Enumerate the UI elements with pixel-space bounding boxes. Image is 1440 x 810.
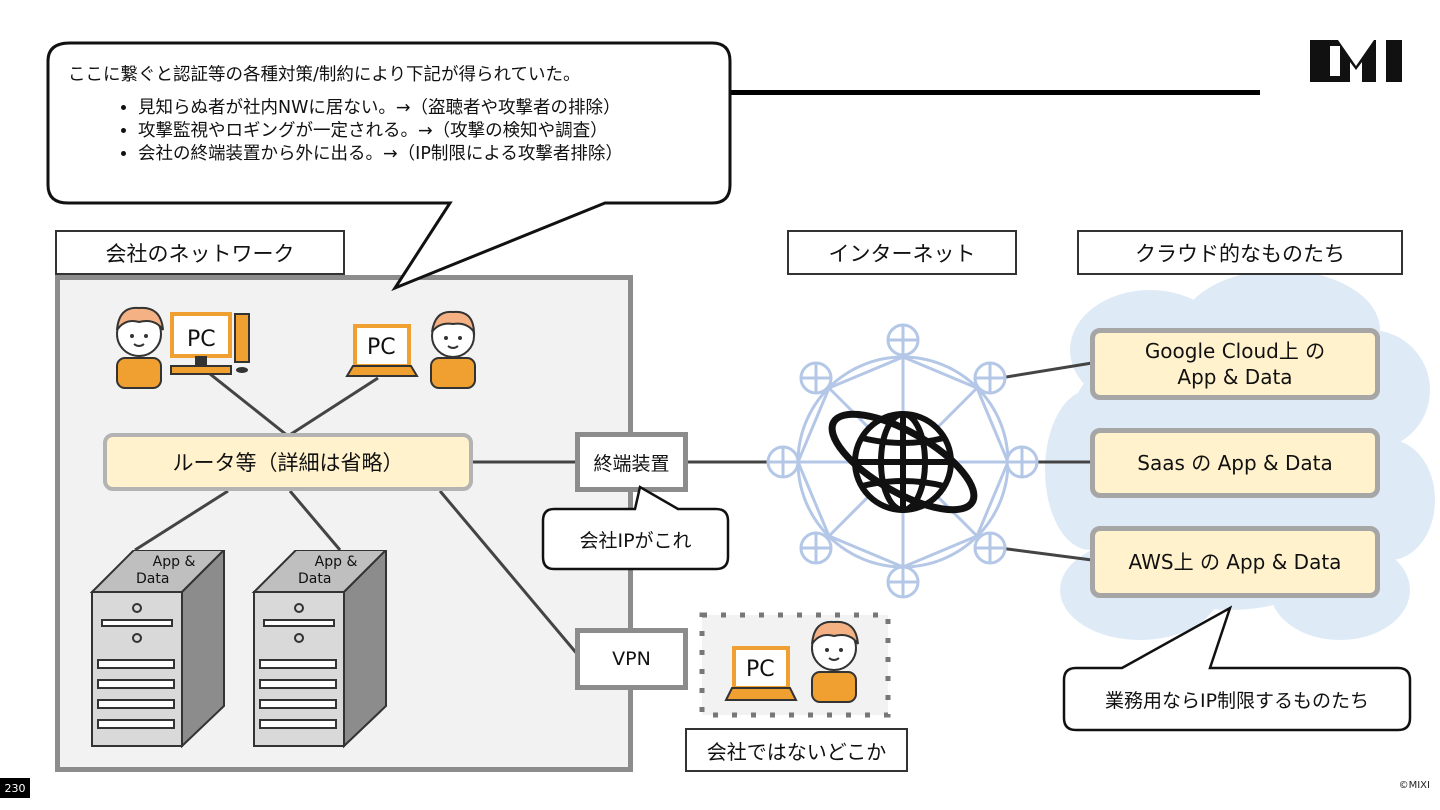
router-box: ルータ等（詳細は省略） (103, 433, 473, 491)
connection-lines (134, 361, 1093, 656)
server-label: App & Data (136, 554, 196, 587)
bubble-text: ここに繋ぐと認証等の各種対策/制約により下記が得られていた。 見知らぬ者が社内N… (68, 64, 718, 166)
cloud-item-aws: AWS上 の App & Data (1090, 526, 1380, 598)
desktop-pc-icon: PC (170, 312, 250, 375)
bubble-bullet: 攻撃監視やロギングが一定される。→（攻撃の検知や調査） (138, 120, 718, 143)
server-icon (90, 550, 226, 749)
laptop-user: PC (345, 310, 476, 389)
vpn-box: VPN (575, 628, 688, 690)
company-network-label: 会社のネットワーク (55, 230, 345, 275)
copyright: ©MIXI (1398, 780, 1430, 791)
laptop-icon: PC (724, 646, 798, 701)
pc-label: PC (187, 327, 216, 352)
pc-label: PC (746, 657, 775, 682)
ip-restrict-callout-shape (1062, 605, 1412, 732)
outside-label: 会社ではないどこか (685, 728, 908, 772)
ip-restrict-callout: 業務用ならIP制限するものたち (1104, 689, 1370, 712)
globe-icon (828, 410, 978, 514)
info-bubble (46, 41, 732, 292)
bubble-bullet: 会社の終端装置から外に出る。→（IP制限による攻撃者排除） (138, 143, 718, 166)
cloud-item-saas: Saas の App & Data (1090, 428, 1380, 498)
company-ip-callout-shape (541, 485, 730, 571)
laptop-icon: PC (345, 324, 419, 377)
mixi-logo (1310, 40, 1402, 82)
person-icon (116, 306, 164, 389)
servers (90, 550, 388, 749)
server-icon (251, 550, 388, 749)
desktop-user: PC (116, 306, 250, 389)
server-label: App & Data (298, 554, 358, 587)
person-icon (430, 310, 476, 389)
page-number: 230 (0, 778, 30, 798)
terminal-device: 終端装置 (575, 432, 688, 492)
remote-user: PC (724, 620, 859, 703)
company-ip-callout: 会社IPがこれ (579, 529, 692, 552)
bubble-intro: ここに繋ぐと認証等の各種対策/制約により下記が得られていた。 (68, 65, 581, 85)
internet-label: インターネット (787, 230, 1017, 275)
bubble-bullet: 見知らぬ者が社内NWに居ない。→（盗聴者や攻撃者の排除） (138, 97, 718, 120)
person-icon (811, 620, 859, 703)
pc-label: PC (367, 335, 396, 360)
cloud-label: クラウド的なものたち (1077, 230, 1403, 275)
